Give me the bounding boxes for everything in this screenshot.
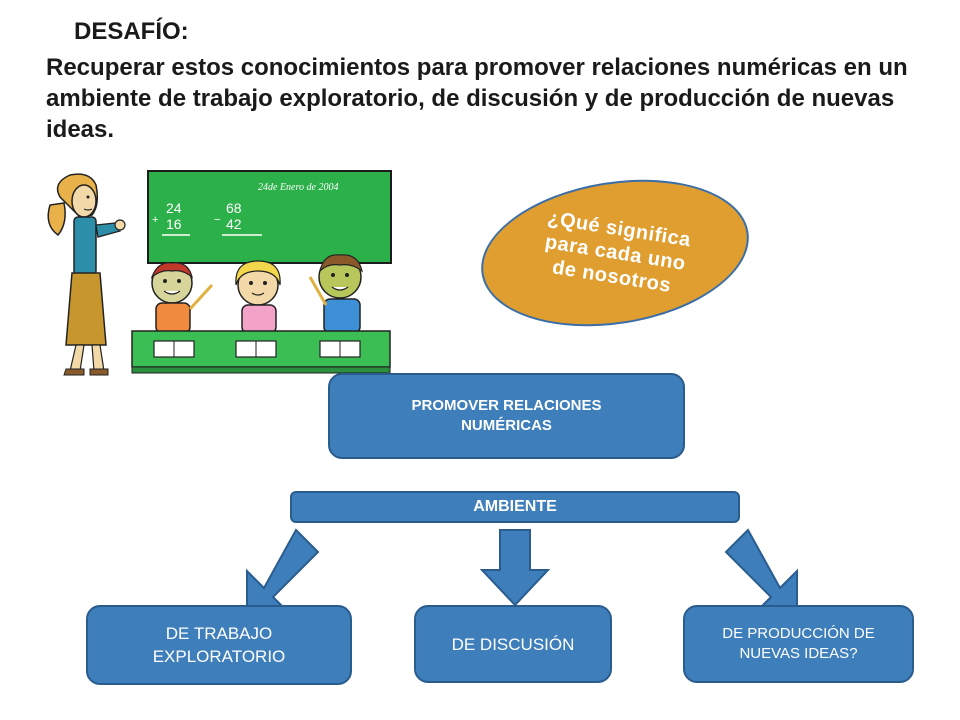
- option-discussion: DE DISCUSIÓN: [414, 605, 612, 683]
- promote-relations-box: PROMOVER RELACIONES NUMÉRICAS: [328, 373, 685, 459]
- student-middle: [235, 260, 281, 334]
- challenge-heading: DESAFÍO:: [74, 18, 189, 45]
- arrow-left: [246, 528, 320, 615]
- option-exploratory-work: DE TRABAJO EXPLORATORIO: [86, 605, 352, 685]
- arrow-right: [724, 528, 798, 615]
- board-diff-a: 68: [226, 200, 242, 216]
- teacher-figure: [47, 173, 126, 376]
- arrow-middle: [479, 529, 551, 607]
- option-new-ideas: DE PRODUCCIÓN DE NUEVAS IDEAS?: [683, 605, 914, 683]
- student-right: [308, 254, 363, 334]
- board-date: 24de Enero de 2004: [258, 182, 338, 193]
- board-sum-a: 24: [166, 200, 182, 216]
- board-sum-b: 16: [166, 216, 182, 232]
- classroom-illustration: 24de Enero de 2004 24 + 16 68 − 42: [47, 170, 392, 376]
- chalkboard: [147, 170, 392, 264]
- board-sum-op: +: [152, 214, 158, 226]
- board-diff-b: 42: [226, 216, 242, 232]
- ambient-bar: AMBIENTE: [290, 491, 740, 523]
- challenge-description: Recuperar estos conocimientos para promo…: [46, 54, 908, 143]
- board-diff-op: −: [214, 214, 220, 226]
